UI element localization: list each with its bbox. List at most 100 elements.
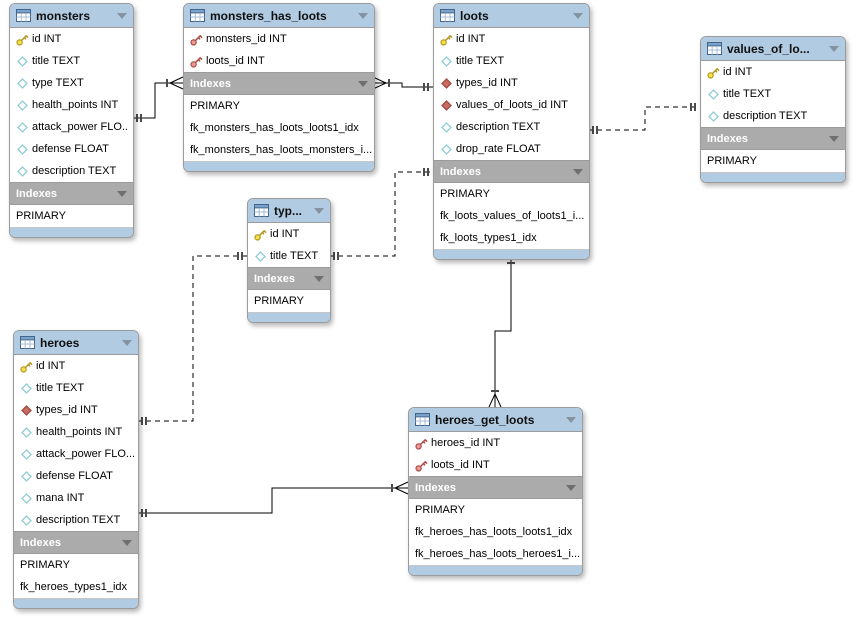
column-row: id INT [14,355,138,377]
column-row: health_points INT [14,421,138,443]
table-title: heroes_get_loots [435,412,535,427]
index-row: PRIMARY [409,499,582,521]
collapse-arrow-icon[interactable] [566,484,576,491]
column-label: title TEXT [723,88,772,100]
table-header[interactable]: typ... [248,199,330,223]
collapse-arrow-icon[interactable] [117,12,127,19]
column-row: loots_id INT [184,50,374,72]
primary-key-icon [439,33,453,46]
collapse-arrow-icon[interactable] [117,190,127,197]
column-row: description TEXT [14,509,138,531]
primary-foreign-key-icon [189,33,203,46]
collapse-arrow-icon[interactable] [122,539,132,546]
table-header[interactable]: heroes_get_loots [409,408,582,432]
column-label: id INT [36,360,66,372]
indexes-header[interactable]: Indexes [434,160,589,183]
rel-types-heroes[interactable] [137,252,247,425]
rel-loots-heroes_get_loots[interactable] [488,254,515,408]
indexes-header-label: Indexes [415,481,456,494]
column-row: title TEXT [434,50,589,72]
collapse-arrow-icon[interactable] [573,168,583,175]
table-header[interactable]: heroes [14,331,138,355]
primary-foreign-key-icon [414,437,428,450]
column-label: type TEXT [32,77,84,89]
column-diamond-icon [15,55,29,67]
indexes-header[interactable]: Indexes [248,267,330,290]
collapse-arrow-icon[interactable] [314,275,324,282]
rel-monsters-monsters_has_loots[interactable] [132,76,184,122]
collapse-arrow-icon[interactable] [566,416,576,423]
column-row: title TEXT [248,245,330,267]
column-diamond-icon [439,143,453,155]
column-label: values_of_loots_id INT [456,99,568,111]
rel-heroes-heroes_get_loots[interactable] [137,481,409,517]
collapse-arrow-icon[interactable] [573,12,583,19]
column-row: defense FLOAT [14,465,138,487]
column-label: monsters_id INT [206,33,287,45]
table-icon [20,336,35,349]
indexes-header-label: Indexes [20,536,61,549]
table-title: monsters [36,8,91,23]
collapse-arrow-icon[interactable] [829,135,839,142]
indexes-header[interactable]: Indexes [701,127,845,150]
collapse-arrow-icon[interactable] [122,339,132,346]
table-header[interactable]: values_of_lo... [701,37,845,61]
index-row: fk_heroes_has_loots_loots1_idx [409,521,582,543]
indexes-header[interactable]: Indexes [10,182,133,205]
collapse-arrow-icon[interactable] [358,80,368,87]
table-footer [409,565,582,575]
foreign-key-icon [19,404,33,416]
collapse-arrow-icon[interactable] [829,45,839,52]
column-diamond-icon [439,121,453,133]
table-footer [434,249,589,259]
rel-types-loots[interactable] [329,168,433,260]
column-diamond-icon [19,448,33,460]
indexes-header[interactable]: Indexes [14,531,138,554]
rel-loots-monsters_has_loots[interactable] [372,76,433,91]
indexes-header[interactable]: Indexes [184,72,374,95]
table-header[interactable]: monsters [10,4,133,28]
foreign-key-icon [439,99,453,111]
column-label: defense FLOAT [32,143,109,155]
column-label: id INT [270,228,300,240]
index-row: PRIMARY [701,150,845,172]
index-row: fk_loots_types1_idx [434,227,589,249]
table-header[interactable]: monsters_has_loots [184,4,374,28]
column-label: id INT [723,66,753,78]
index-row: fk_loots_values_of_loots1_i... [434,205,589,227]
column-row: types_id INT [434,72,589,94]
table-icon [440,9,455,22]
column-row: id INT [701,61,845,83]
rel-loots-values_of_loots[interactable] [588,103,700,134]
primary-key-icon [253,228,267,241]
indexes-header-label: Indexes [16,187,57,200]
index-row: PRIMARY [10,205,133,227]
collapse-arrow-icon[interactable] [314,207,324,214]
index-row: fk_monsters_has_loots_monsters_i... [184,139,374,161]
table-footer [10,227,133,237]
column-row: title TEXT [14,377,138,399]
column-row: id INT [248,223,330,245]
column-diamond-icon [15,77,29,89]
column-diamond-icon [439,55,453,67]
indexes-header-label: Indexes [254,272,295,285]
table-header[interactable]: loots [434,4,589,28]
column-label: drop_rate FLOAT [456,143,541,155]
column-row: title TEXT [10,50,133,72]
table-monsters_has_loots[interactable]: monsters_has_loots monsters_id INT loots_i… [183,3,375,172]
column-label: health_points INT [36,426,123,438]
table-icon [707,42,722,55]
column-label: loots_id INT [206,55,265,67]
index-row: fk_heroes_types1_idx [14,576,138,598]
indexes-header[interactable]: Indexes [409,476,582,499]
index-row: fk_heroes_has_loots_heroes1_i... [409,543,582,565]
collapse-arrow-icon[interactable] [358,12,368,19]
primary-foreign-key-icon [189,55,203,68]
